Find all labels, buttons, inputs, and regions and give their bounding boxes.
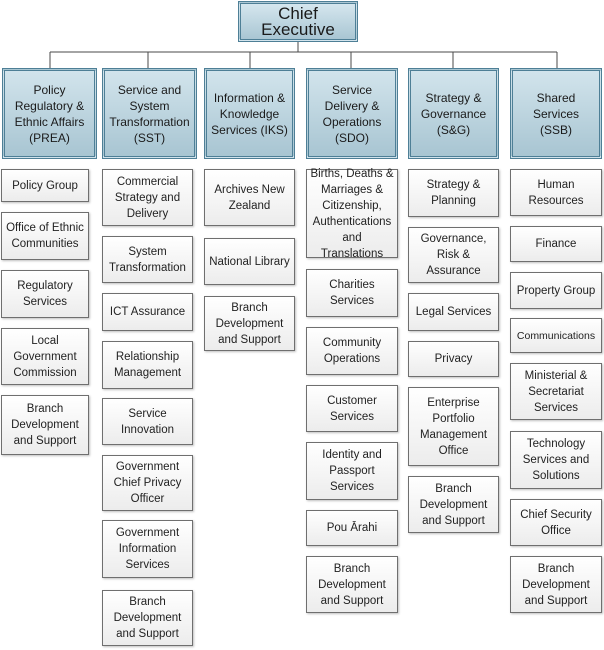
unit-privacy: Privacy <box>408 341 499 377</box>
unit-branch-development-prea: Branch Development and Support <box>1 395 89 455</box>
unit-local-government-commission: Local Government Commission <box>1 328 89 385</box>
unit-property-group: Property Group <box>510 272 602 309</box>
department-sdo: Service Delivery & Operations (SDO) <box>306 68 398 159</box>
unit-branch-development-sdo: Branch Development and Support <box>306 556 398 613</box>
department-sg: Strategy & Governance (S&G) <box>408 68 499 159</box>
unit-chief-security-office: Chief Security Office <box>510 499 602 546</box>
unit-legal-services: Legal Services <box>408 293 499 331</box>
unit-commercial-strategy: Commercial Strategy and Delivery <box>102 169 193 226</box>
unit-branch-development-ssb: Branch Development and Support <box>510 556 602 613</box>
unit-births-deaths-marriages: Births, Deaths & Marriages & Citizenship… <box>306 168 398 260</box>
unit-system-transformation: System Transformation <box>102 236 193 283</box>
unit-strategy-and-planning: Strategy & Planning <box>408 169 499 217</box>
unit-relationship-management: Relationship Management <box>102 341 193 389</box>
unit-regulatory-services: Regulatory Services <box>1 270 89 318</box>
unit-governance-risk-assurance: Governance, Risk & Assurance <box>408 227 499 283</box>
unit-government-information-services: Government Information Services <box>102 520 193 578</box>
unit-customer-services: Customer Services <box>306 385 398 432</box>
department-iks: Information & Knowledge Services (IKS) <box>204 68 295 159</box>
chief-executive-box: Chief Executive <box>238 1 358 42</box>
unit-pou-arahi: Pou Ārahi <box>306 510 398 546</box>
unit-government-chief-privacy-officer: Government Chief Privacy Officer <box>102 455 193 511</box>
unit-communications: Communications <box>510 318 602 353</box>
department-prea: Policy Regulatory & Ethnic Affairs (PREA… <box>2 68 97 159</box>
unit-enterprise-portfolio-management: Enterprise Portfolio Management Office <box>408 387 499 466</box>
unit-identity-and-passport-services: Identity and Passport Services <box>306 442 398 500</box>
unit-policy-group: Policy Group <box>1 169 89 202</box>
unit-ict-assurance: ICT Assurance <box>102 293 193 331</box>
unit-archives-new-zealand: Archives New Zealand <box>204 169 295 226</box>
department-ssb: Shared Services (SSB) <box>510 68 602 159</box>
unit-branch-development-sg: Branch Development and Support <box>408 476 499 533</box>
unit-national-library: National Library <box>204 238 295 285</box>
unit-charities-services: Charities Services <box>306 269 398 317</box>
unit-office-of-ethnic-communities: Office of Ethnic Communities <box>1 212 89 260</box>
unit-branch-development-iks: Branch Development and Support <box>204 296 295 351</box>
unit-service-innovation: Service Innovation <box>102 398 193 445</box>
department-sst: Service and System Transformation (SST) <box>102 68 197 159</box>
unit-community-operations: Community Operations <box>306 327 398 375</box>
unit-ministerial-secretariat: Ministerial & Secretariat Services <box>510 363 602 420</box>
unit-branch-development-sst: Branch Development and Support <box>102 590 193 646</box>
unit-human-resources: Human Resources <box>510 169 602 216</box>
unit-technology-services: Technology Services and Solutions <box>510 431 602 489</box>
unit-finance: Finance <box>510 226 602 262</box>
